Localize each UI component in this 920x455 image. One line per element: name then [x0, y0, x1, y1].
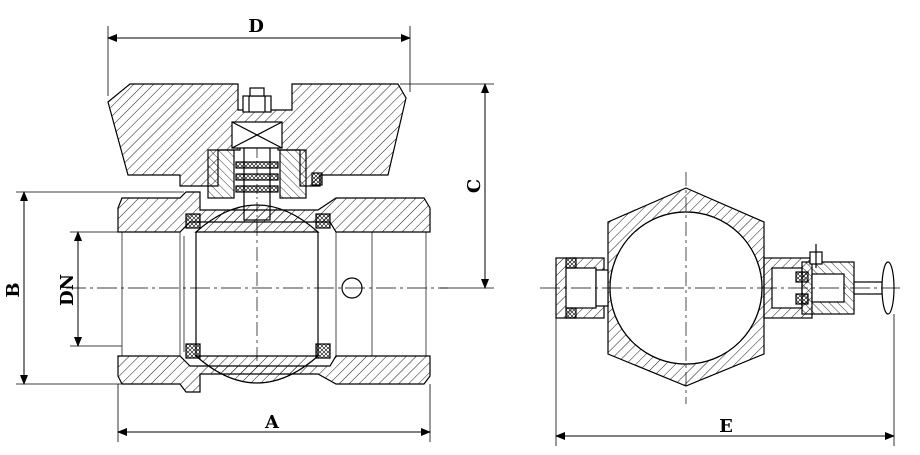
label-c: C [464, 179, 485, 193]
valve-section-view [66, 83, 448, 393]
left-thread [121, 232, 185, 356]
label-d: D [248, 16, 264, 37]
label-dn: DN [57, 274, 78, 306]
label-e: E [719, 416, 733, 437]
dimensions-left [16, 26, 494, 442]
label-a: A [264, 412, 280, 433]
label-b: B [3, 282, 24, 297]
right-port [763, 244, 855, 319]
valve-seats [185, 213, 331, 359]
valve-plan-view [540, 172, 900, 404]
dimensions-right [555, 314, 895, 446]
stem-nut [242, 87, 272, 113]
valve-ball [194, 204, 320, 233]
packing-gland [207, 149, 323, 199]
right-thread [335, 232, 427, 356]
